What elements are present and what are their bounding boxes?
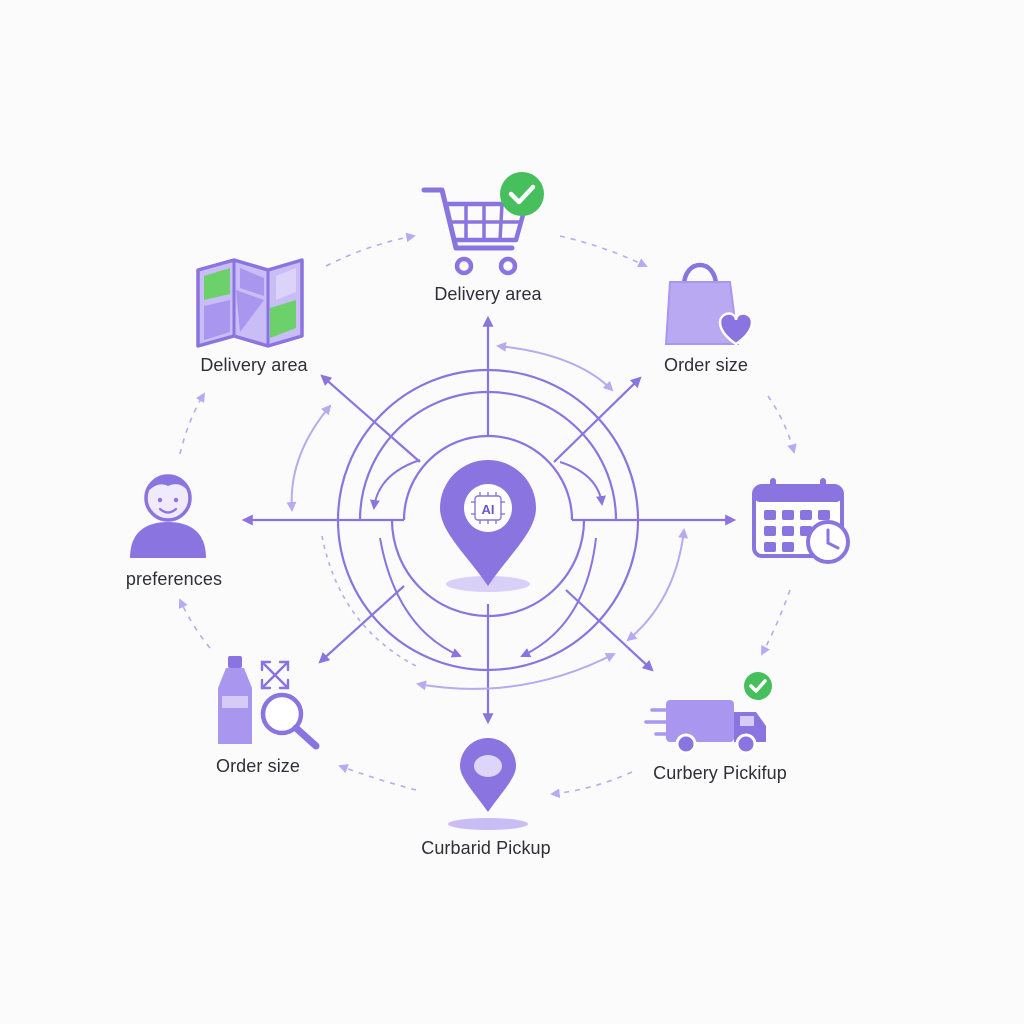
dashed-connector xyxy=(761,589,791,656)
shopping-bag-icon xyxy=(664,262,754,346)
spokes xyxy=(241,315,737,725)
heart-icon xyxy=(718,312,754,346)
curved-arrow xyxy=(559,461,606,506)
spoke-down-left xyxy=(318,585,405,664)
inner-curved-arrows xyxy=(369,459,606,658)
dashed-connector xyxy=(179,392,206,455)
ai-pin-icon: AI xyxy=(440,460,536,592)
node-label-cart: Delivery area xyxy=(434,284,542,304)
curved-arrow xyxy=(496,341,614,392)
dashed-connector xyxy=(559,235,648,268)
curved-arrow xyxy=(369,459,421,510)
chip-icon xyxy=(471,492,505,524)
ring-inner-top xyxy=(402,434,574,521)
node-label-pin: Curbarid Pickup xyxy=(421,838,551,858)
delivery-truck-icon xyxy=(644,672,772,755)
curved-arrow xyxy=(416,653,616,691)
bottle-search-icon xyxy=(218,656,320,750)
check-badge-icon xyxy=(744,672,772,700)
map-icon xyxy=(196,258,304,348)
spoke-up-left xyxy=(320,374,421,463)
node-label-truck: Curbery Pickifup xyxy=(653,763,787,783)
curved-arrow xyxy=(286,404,332,512)
node-label-map: Delivery area xyxy=(200,355,308,375)
location-pin-icon xyxy=(448,738,528,830)
dashed-connector xyxy=(338,764,417,791)
spoke-down-right xyxy=(565,589,654,672)
node-label-bag: Order size xyxy=(663,355,749,375)
dashed-connector xyxy=(550,771,633,799)
ai-badge-text: AI xyxy=(482,502,495,517)
calendar-clock-icon xyxy=(752,478,850,564)
dashed-inner-arc xyxy=(321,535,421,669)
curved-arrow xyxy=(379,537,462,658)
person-icon xyxy=(130,474,206,558)
dashed-connector xyxy=(325,232,416,267)
check-badge-icon xyxy=(500,172,544,216)
curved-arrow xyxy=(520,537,597,658)
node-label-bottle: Order size xyxy=(215,756,301,776)
magnifier-icon xyxy=(260,692,304,736)
node-label-person: preferences xyxy=(125,569,223,589)
outer-curved-arrows xyxy=(286,341,689,691)
expand-arrows-icon xyxy=(260,660,290,690)
shopping-cart-icon xyxy=(421,172,544,276)
dashed-connector xyxy=(767,395,797,454)
curved-arrow xyxy=(626,528,689,642)
dashed-connector xyxy=(178,598,211,649)
spoke-up-right xyxy=(553,376,642,463)
outer-dashed-connectors xyxy=(178,232,797,799)
